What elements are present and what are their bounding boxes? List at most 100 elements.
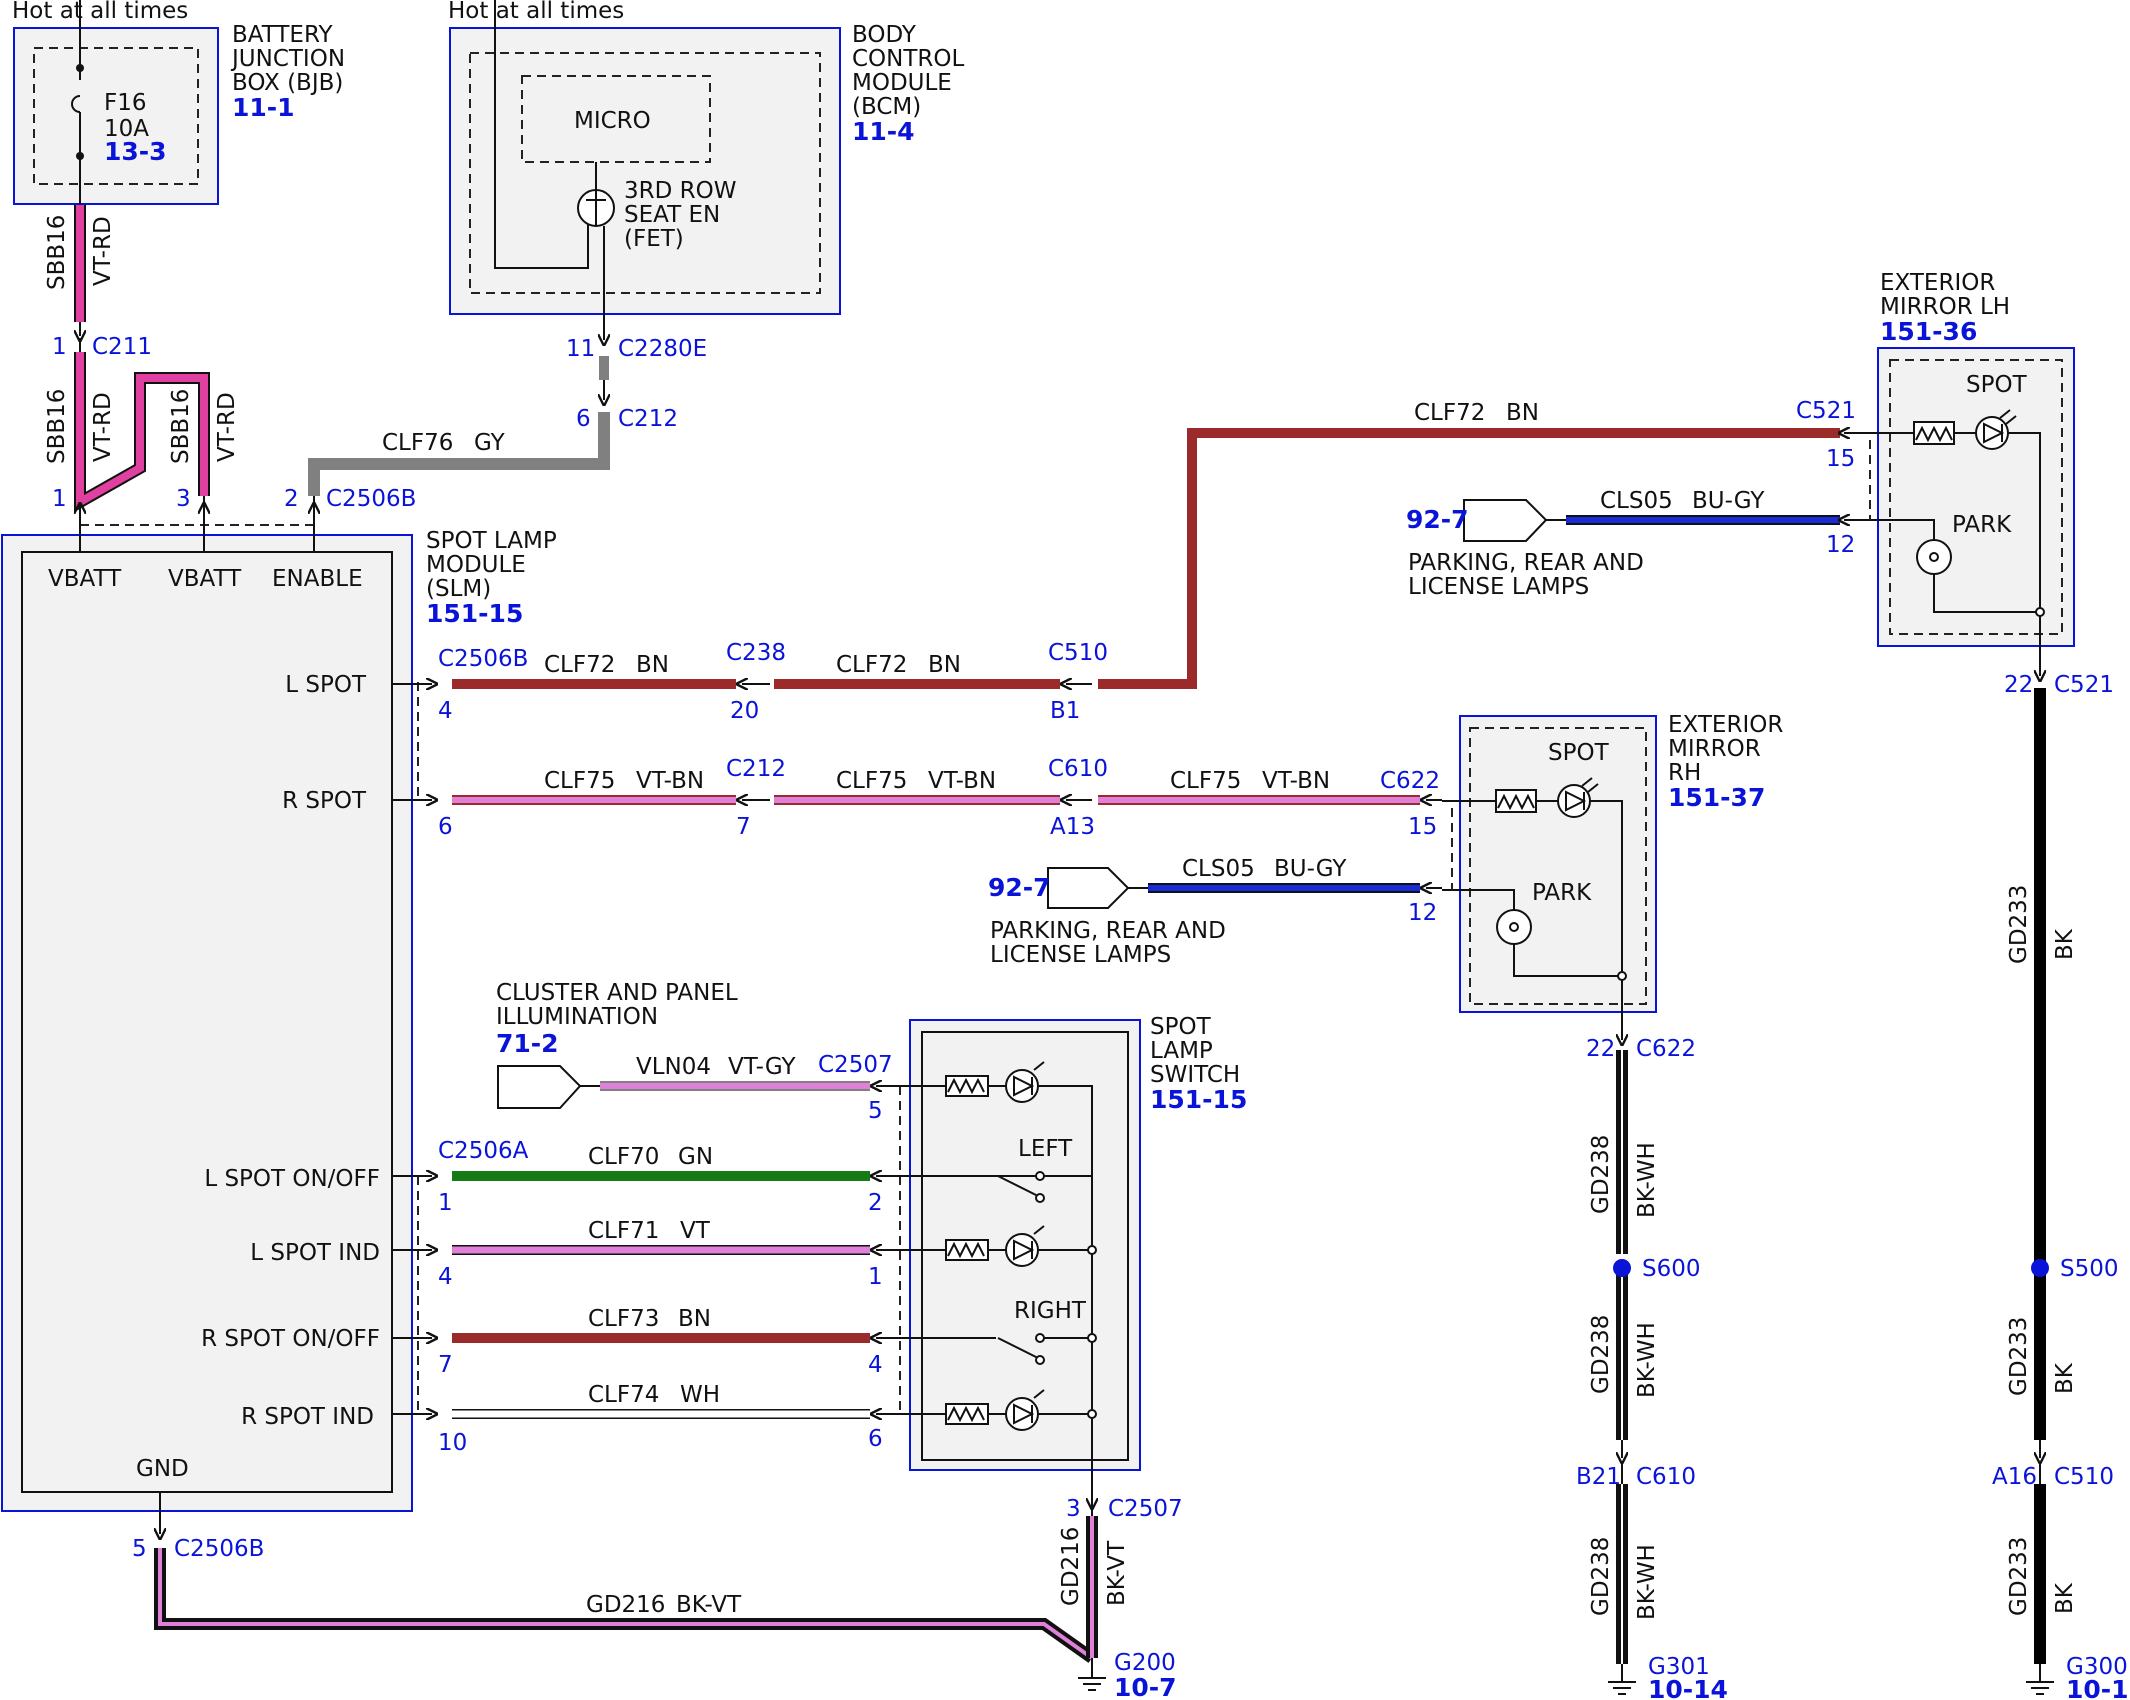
- label-bk-3: BK: [2052, 1582, 2078, 1614]
- label-clf71: CLF71: [588, 1218, 659, 1244]
- slm-ref: 151-15: [426, 599, 523, 628]
- label-bn-1: BN: [636, 652, 669, 678]
- parking-ref-1: 92-7: [1406, 505, 1469, 534]
- mirror-rh-park: PARK: [1532, 880, 1592, 906]
- pin-c238-20: 20: [730, 698, 759, 724]
- label-bk-vt-h: BK-VT: [676, 1592, 742, 1618]
- switch-lamp-3: [896, 1389, 1097, 1431]
- pin-l-spot-on-off: L SPOT ON/OFF: [204, 1166, 380, 1192]
- label-gd238-1: GD238: [1588, 1135, 1614, 1214]
- label-clf70: CLF70: [588, 1144, 659, 1170]
- connector-c2507-top: C2507: [818, 1052, 893, 1078]
- label-clf72-1: CLF72: [544, 652, 615, 678]
- label-clf75-1: CLF75: [544, 768, 615, 794]
- label-bk-1: BK: [2052, 928, 2078, 960]
- ground-g301: G301: [1648, 1654, 1710, 1680]
- connector-c211: C211: [92, 334, 152, 360]
- spot-lamp-switch: [417, 682, 1141, 1520]
- mirror-rh-spot: SPOT: [1548, 740, 1610, 766]
- label-vt-bn-2: VT-BN: [928, 768, 996, 794]
- ground-symbol-g200: [1078, 1677, 1106, 1691]
- label-sbb16-right: SBB16: [168, 389, 194, 464]
- body-control-module: [449, 0, 841, 324]
- pin-vbatt-2: VBATT: [168, 566, 242, 592]
- pin-rspot-onoff-4: 4: [868, 1352, 883, 1378]
- connector-c2506b-top: C2506B: [326, 486, 416, 512]
- fuse-name: F16: [104, 90, 147, 116]
- label-bk-vt-v: BK-VT: [1104, 1540, 1130, 1606]
- bjb-ref: 11-1: [232, 93, 295, 122]
- pin-lspot-onoff-2: 2: [868, 1190, 883, 1216]
- label-sbb16-top: SBB16: [44, 215, 70, 290]
- connector-c238: C238: [726, 640, 786, 666]
- switch-left-label: LEFT: [1018, 1136, 1073, 1162]
- fuse-rating: 10A: [104, 116, 149, 142]
- pin-rspot-ind-10: 10: [438, 1430, 467, 1456]
- pin-l-spot: L SPOT: [285, 672, 367, 698]
- pin-c510-a16: A16: [1992, 1464, 2037, 1490]
- exterior-mirror-rh: [1442, 715, 1657, 1040]
- parking-line-1a: PARKING, REAR AND: [1408, 550, 1644, 576]
- label-cls05-lh: CLS05: [1600, 488, 1673, 514]
- cluster-connector-shape: [497, 1065, 582, 1109]
- switch-left: [896, 1171, 1092, 1203]
- label-vt-bn-1: VT-BN: [636, 768, 704, 794]
- wire-clf76-gy: [308, 412, 610, 496]
- hot-at-all-times-left: Hot at all times: [12, 0, 188, 24]
- switch-name-2: LAMP: [1150, 1038, 1213, 1064]
- pin-c521-15: 15: [1826, 446, 1855, 472]
- label-vt: VT: [680, 1218, 711, 1244]
- micro-label: MICRO: [574, 108, 651, 134]
- label-clf74: CLF74: [588, 1382, 659, 1408]
- label-vt-gy: VT-GY: [728, 1054, 796, 1080]
- bcm-name-4: (BCM): [852, 94, 921, 120]
- pin-rspot-onoff-7: 7: [438, 1352, 453, 1378]
- label-bk-wh-2: BK-WH: [1634, 1322, 1660, 1398]
- parking-connector-shape-2: [1047, 867, 1130, 909]
- splice-s500: [2031, 1259, 2049, 1277]
- pin-c2507-5: 5: [868, 1098, 883, 1124]
- pin-lspot-ind-1: 1: [868, 1264, 883, 1290]
- connector-c2506b-lspot: C2506B: [438, 646, 528, 672]
- connector-c2506b-gnd: C2506B: [174, 1536, 264, 1562]
- pin-gnd-5: 5: [132, 1536, 147, 1562]
- ground-g200: G200: [1114, 1650, 1176, 1676]
- pin-c610-b21: B21: [1576, 1464, 1621, 1490]
- mirror-lh-park: PARK: [1952, 512, 2012, 538]
- connector-c622-top: C622: [1380, 768, 1440, 794]
- cluster-ref: 71-2: [496, 1029, 559, 1058]
- pin-c212-6: 6: [576, 406, 591, 432]
- mirror-lh-name-1: EXTERIOR: [1880, 270, 1995, 296]
- fuse-ref: 13-3: [104, 137, 167, 166]
- pin-c2280e-11: 11: [566, 336, 595, 362]
- splice-s600-label: S600: [1642, 1256, 1701, 1282]
- ground-symbol-g300: [2026, 1681, 2054, 1695]
- slm-name-3: (SLM): [426, 576, 491, 602]
- label-bu-gy-lh: BU-GY: [1692, 488, 1765, 514]
- pin-c622-15: 15: [1408, 814, 1437, 840]
- fet-line-2: SEAT EN: [624, 202, 720, 228]
- label-vln04: VLN04: [636, 1054, 711, 1080]
- slm-name-1: SPOT LAMP: [426, 528, 557, 554]
- cluster-name-1: CLUSTER AND PANEL: [496, 980, 738, 1006]
- cluster-name-2: ILLUMINATION: [496, 1004, 658, 1030]
- pin-vbatt-1: VBATT: [48, 566, 122, 592]
- pin-l-spot-ind: L SPOT IND: [250, 1240, 380, 1266]
- pin-enable: ENABLE: [272, 566, 363, 592]
- label-bu-gy-rh: BU-GY: [1274, 856, 1347, 882]
- label-sbb16-mid: SBB16: [44, 389, 70, 464]
- connector-c2506a: C2506A: [438, 1138, 529, 1164]
- label-bn-3: BN: [1506, 400, 1539, 426]
- mirror-lh-spot: SPOT: [1966, 372, 2028, 398]
- switch-name-1: SPOT: [1150, 1014, 1212, 1040]
- label-gd238-3: GD238: [1588, 1537, 1614, 1616]
- ground-g200-ref: 10-7: [1114, 1673, 1177, 1700]
- pin-c521-12: 12: [1826, 532, 1855, 558]
- wire-clf72-bn-3: [1098, 428, 1840, 689]
- pin-c2506b-2: 2: [284, 486, 299, 512]
- label-cls05-rh: CLS05: [1182, 856, 1255, 882]
- pin-lspot-4: 4: [438, 698, 453, 724]
- label-bk-2: BK: [2052, 1362, 2078, 1394]
- mirror-rh-ref: 151-37: [1668, 783, 1765, 812]
